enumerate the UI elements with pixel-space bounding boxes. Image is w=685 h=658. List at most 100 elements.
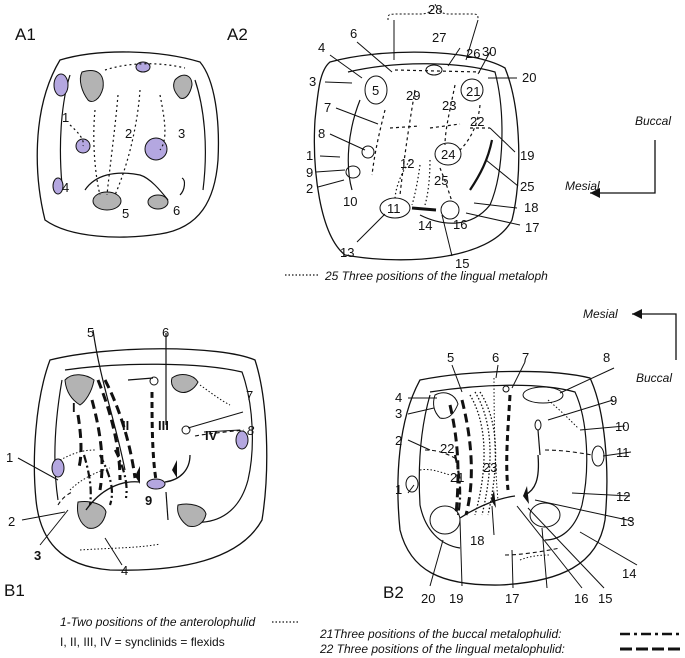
b1-synclinid-I: I	[72, 400, 76, 415]
b2-label: 12	[616, 489, 630, 504]
b2-label: 23	[483, 460, 497, 475]
b2-label: 11	[616, 445, 630, 460]
a2-label: 28	[428, 2, 442, 17]
a1-label: 1	[62, 110, 69, 125]
a2-cusp-16	[440, 200, 460, 220]
a2-label: 8	[318, 126, 325, 141]
b-orientation-arrow	[632, 313, 677, 360]
b2-label: 15	[598, 591, 612, 606]
b1-mark	[135, 466, 140, 484]
caption-lingual-metalophulid: 22 Three positions of the lingual metalo…	[319, 642, 565, 656]
panel-a2-title: A2	[227, 25, 248, 44]
a-arrowhead	[590, 188, 600, 198]
panel-a2: A2	[227, 2, 548, 283]
a2-label: 22	[470, 114, 484, 129]
b1-label: 1	[6, 450, 13, 465]
b2-label: 10	[615, 419, 629, 434]
b1-anterior-crest	[127, 377, 154, 381]
caption-anterolophulid: 1-Two positions of the anterolophulid	[60, 615, 256, 629]
b1-line-5	[92, 329, 126, 471]
b1-cusp-lavender	[235, 430, 249, 450]
a2-label: 3	[309, 74, 316, 89]
b1-cusp-gray	[77, 501, 107, 529]
a2-label: 5	[372, 83, 379, 98]
b2-crest-short	[537, 429, 541, 456]
b2-label: 21	[450, 470, 464, 485]
a2-label: 26	[466, 46, 480, 61]
a1-cusp-gray	[92, 191, 122, 211]
a1-label: 5	[122, 206, 129, 221]
a2-label: 7	[324, 100, 331, 115]
b2-label: 20	[421, 591, 435, 606]
panel-b2-title: B2	[383, 583, 404, 602]
b2-posterior-crest	[459, 495, 516, 519]
a2-label: 18	[524, 200, 538, 215]
a1-cusp-lavender	[53, 73, 69, 97]
a2-crest-19	[469, 139, 494, 191]
b2-mark	[491, 490, 496, 508]
panel-b1-title: B1	[4, 581, 25, 600]
a-buccal-label: Buccal	[635, 114, 671, 128]
b1-synclinid-II: II	[122, 418, 129, 433]
b2-cusp	[433, 392, 459, 419]
a1-label: 3	[178, 126, 185, 141]
b1-cusp-gray	[171, 374, 199, 393]
b1-synclinid-III: III	[158, 418, 169, 433]
b1-label: 8	[247, 423, 255, 438]
a1-cusp-gray	[79, 70, 104, 102]
a2-cusp-8	[361, 145, 375, 159]
a2-cusp-24	[434, 142, 462, 166]
b1-line-6-lower	[165, 491, 169, 521]
b1-cusp-gray	[177, 503, 207, 527]
b2-mark	[523, 486, 529, 504]
b1-label: 5	[87, 325, 94, 340]
b1-small-cusp	[181, 425, 191, 435]
a1-label: 4	[62, 180, 69, 195]
b2-label: 18	[470, 533, 484, 548]
b2-dashed-crests	[424, 449, 593, 556]
b1-label: 7	[246, 388, 253, 403]
a2-label: 9	[306, 165, 313, 180]
b2-cusp	[529, 502, 561, 528]
b2-small-cusp	[502, 385, 510, 393]
b2-lingual-wall	[418, 394, 461, 549]
b2-cusp-1	[405, 475, 419, 493]
b2-label: 13	[620, 514, 634, 529]
a1-cusp-gray	[173, 74, 193, 99]
b2-buccal-metalophulid	[453, 454, 462, 516]
b1-label: 9	[145, 493, 152, 508]
a2-label: 13	[340, 245, 354, 260]
b1-lingual-wall	[54, 379, 63, 501]
b1-dotted-crests	[59, 384, 231, 551]
b1-label: 6	[162, 325, 169, 340]
a2-cusp-5	[364, 75, 388, 105]
b1-mark	[172, 460, 177, 478]
a2-label: 30	[482, 44, 496, 59]
a1-buccal-wall	[194, 79, 206, 191]
a2-label: 20	[522, 70, 536, 85]
a1-dotted-crests	[69, 63, 186, 196]
b1-lingual-metalophulid	[76, 379, 137, 491]
a1-label: 6	[173, 203, 180, 218]
b1-cusp-9	[146, 478, 166, 490]
a2-label: 25	[434, 173, 448, 188]
b2-label: 22	[440, 441, 454, 456]
b2-label: 7	[522, 350, 529, 365]
a2-label: 15	[455, 256, 469, 271]
a2-label: 24	[441, 147, 455, 162]
b1-cusp-lavender	[51, 458, 65, 478]
b1-leader-lines	[17, 411, 244, 566]
b1-tooth-outline	[33, 348, 268, 571]
b1-cusp-gray	[64, 374, 95, 406]
a1-cusp-lavender	[52, 177, 64, 195]
a1-cusp-lavender	[144, 137, 168, 161]
a2-label: 4	[318, 40, 325, 55]
a2-label: 2	[306, 181, 313, 196]
panel-b1: B1	[4, 325, 268, 600]
b1-label: 4	[121, 563, 128, 578]
a-orientation-arrow	[590, 140, 656, 194]
a2-inner-outline	[347, 63, 503, 224]
b2-label: 6	[492, 350, 499, 365]
a2-label: 23	[442, 98, 456, 113]
a2-label: 6	[350, 26, 357, 41]
